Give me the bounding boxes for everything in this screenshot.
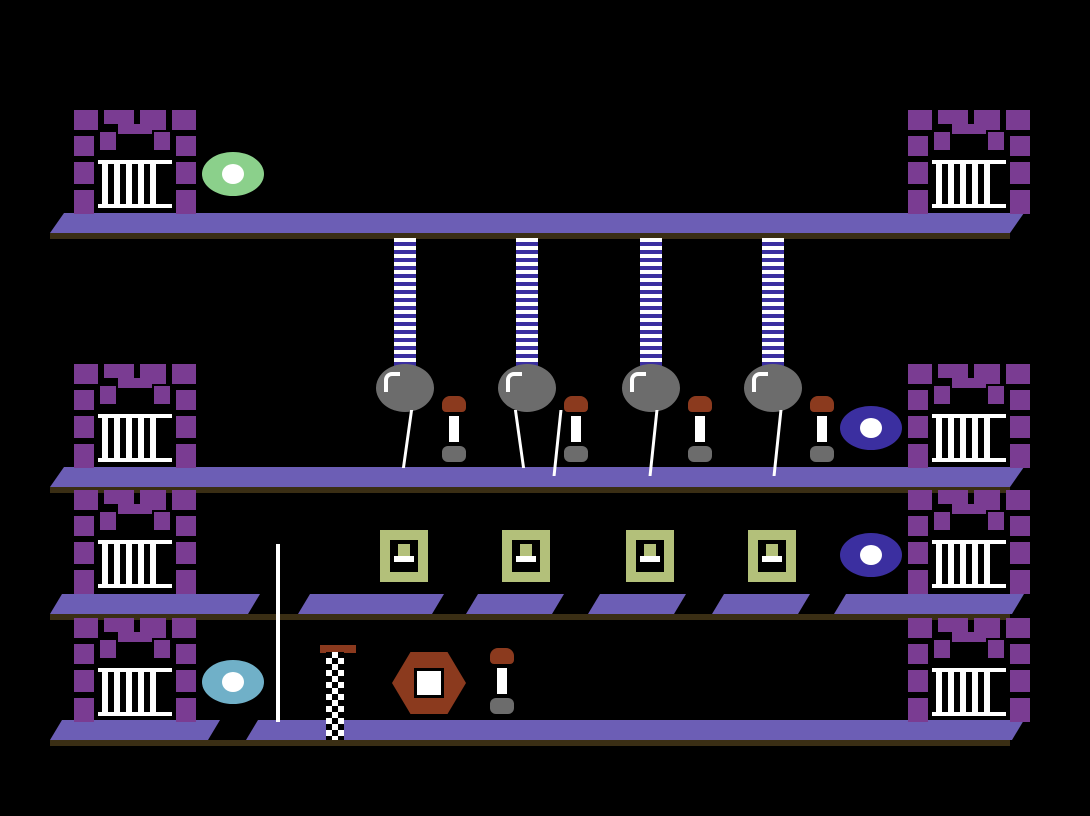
box-icon[interactable] [380, 530, 428, 582]
plunger-icon[interactable] [810, 396, 834, 464]
ring-icon[interactable] [202, 152, 264, 196]
plunger-icon[interactable] [688, 396, 712, 464]
gem-icon[interactable] [392, 652, 466, 714]
box-icon[interactable] [626, 530, 674, 582]
plunger-icon[interactable] [564, 396, 588, 464]
floor-bottom [50, 720, 1024, 746]
ball-icon[interactable] [376, 364, 434, 412]
flag-top-icon [320, 645, 356, 653]
door-gate-icon[interactable] [908, 110, 1030, 214]
box-icon[interactable] [748, 530, 796, 582]
floor-top [50, 213, 1024, 239]
ring-icon[interactable] [840, 533, 902, 577]
box-icon[interactable] [502, 530, 550, 582]
door-gate-icon[interactable] [74, 618, 196, 722]
door-gate-icon[interactable] [74, 364, 196, 468]
wire-icon [513, 410, 526, 468]
ball-icon[interactable] [744, 364, 802, 412]
floor-second [50, 467, 1024, 493]
ring-icon[interactable] [202, 660, 264, 704]
spring-icon [394, 238, 416, 366]
spring-icon [762, 238, 784, 366]
plunger-icon[interactable] [490, 648, 514, 716]
spring-icon [640, 238, 662, 366]
floor-third [50, 594, 1024, 620]
ball-icon[interactable] [498, 364, 556, 412]
door-gate-icon[interactable] [908, 364, 1030, 468]
spring-icon [516, 238, 538, 366]
pole-icon [276, 544, 280, 722]
ball-icon[interactable] [622, 364, 680, 412]
door-gate-icon[interactable] [74, 110, 196, 214]
ring-icon[interactable] [840, 406, 902, 450]
plunger-icon[interactable] [442, 396, 466, 464]
wire-icon [401, 410, 414, 468]
checkered-flag-icon[interactable] [326, 652, 344, 740]
door-gate-icon[interactable] [74, 490, 196, 594]
door-gate-icon[interactable] [908, 618, 1030, 722]
door-gate-icon[interactable] [908, 490, 1030, 594]
